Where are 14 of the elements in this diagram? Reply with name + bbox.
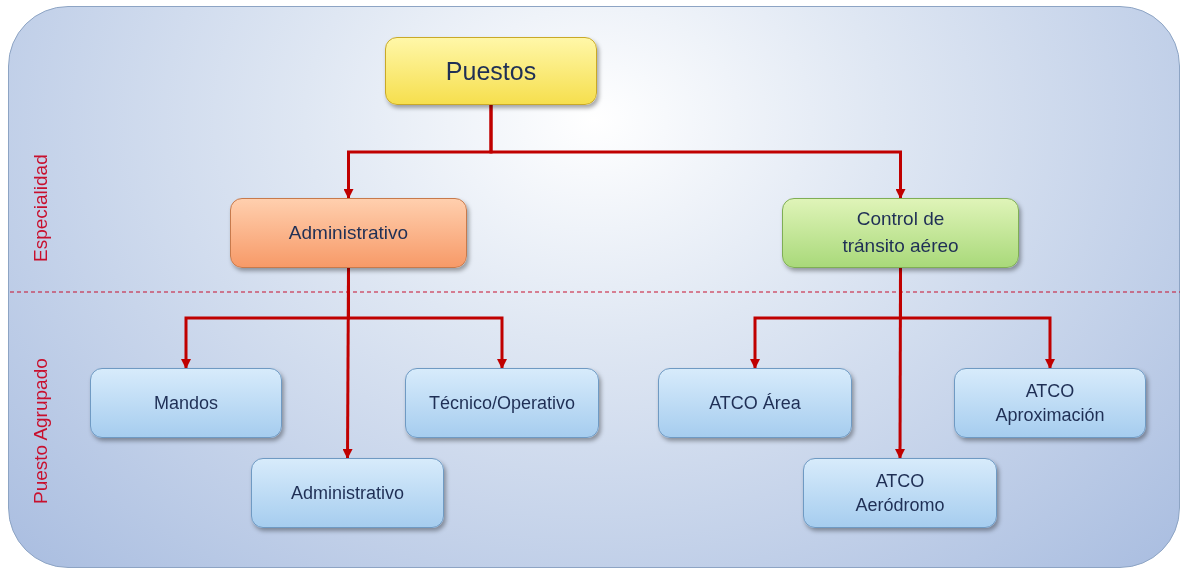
- position-box: ATCO Aproximación: [954, 368, 1146, 438]
- connector-arrow: [342, 268, 353, 459]
- position-box: ATCO Aeródromo: [803, 458, 997, 528]
- connector-arrow: [895, 268, 905, 459]
- position-box: ATCO Área: [658, 368, 852, 438]
- position-box: Técnico/Operativo: [405, 368, 599, 438]
- position-box: Mandos: [90, 368, 282, 438]
- category-box: Puestos: [385, 37, 597, 105]
- section-label: Puesto Agrupado: [30, 358, 52, 504]
- category-box: Administrativo: [230, 198, 467, 268]
- position-box: Administrativo: [251, 458, 444, 528]
- connector-arrow: [489, 105, 906, 199]
- section-label: Especialidad: [30, 154, 52, 262]
- category-box: Control de tránsito aéreo: [782, 198, 1019, 268]
